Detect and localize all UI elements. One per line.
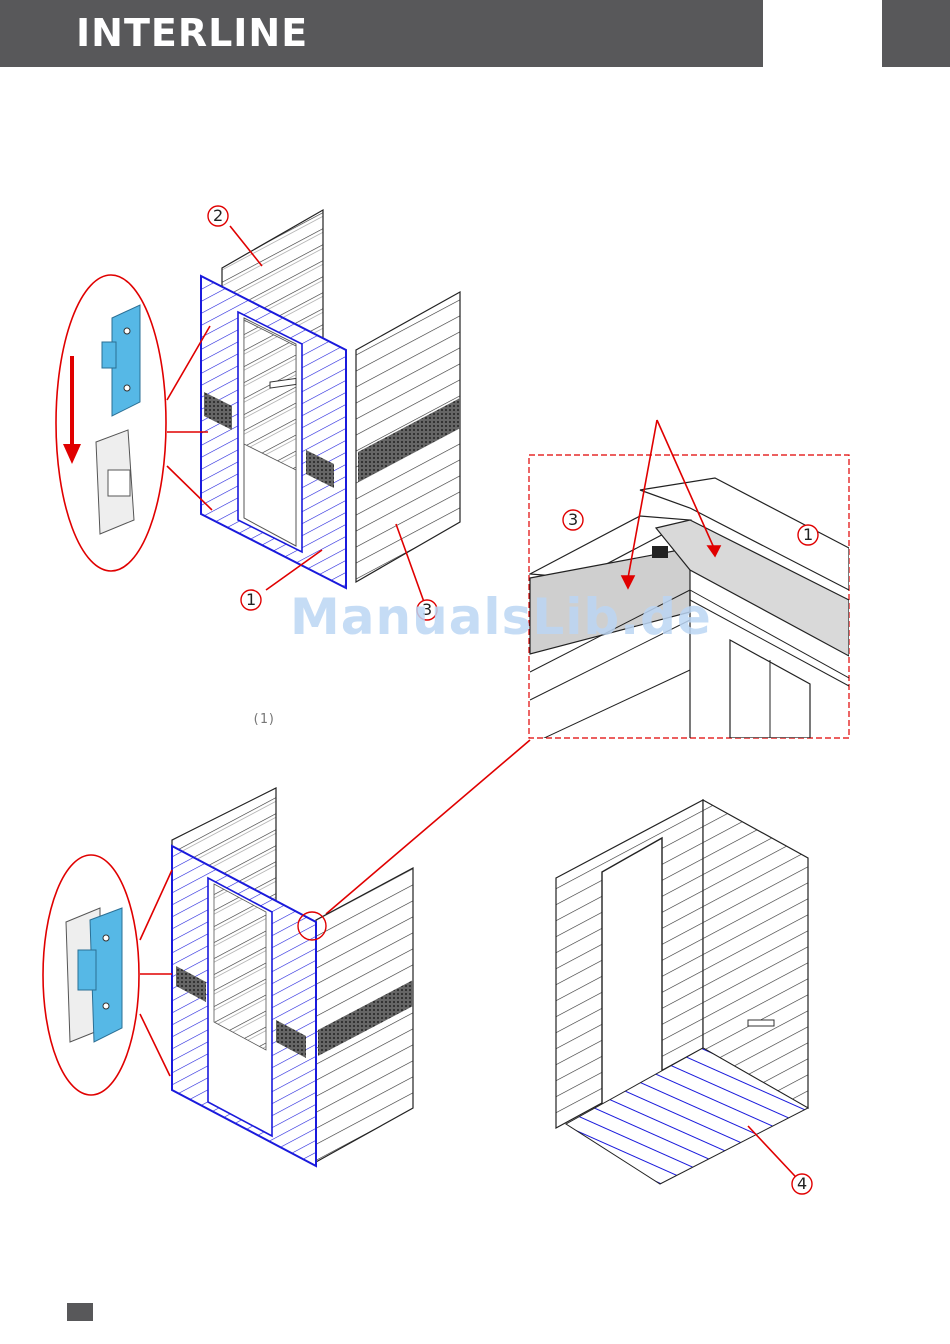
callout-1-detail: 1 <box>803 525 813 544</box>
wall-clip-icon <box>43 855 139 1095</box>
callout-1-top: 1 <box>246 590 256 609</box>
callout-2-top: 2 <box>213 206 223 225</box>
bottom-left-assembly <box>140 788 413 1166</box>
top-left-assembly <box>167 210 460 602</box>
callout-3-detail: 3 <box>568 510 578 529</box>
figure-label: (1) <box>252 712 275 727</box>
arrow-down-icon <box>63 356 81 464</box>
page-marker <box>67 1303 93 1321</box>
bottom-right-assembly <box>556 800 808 1190</box>
callout-4-bottom: 4 <box>797 1174 807 1193</box>
watermark: ManualsLib.de <box>290 588 712 646</box>
